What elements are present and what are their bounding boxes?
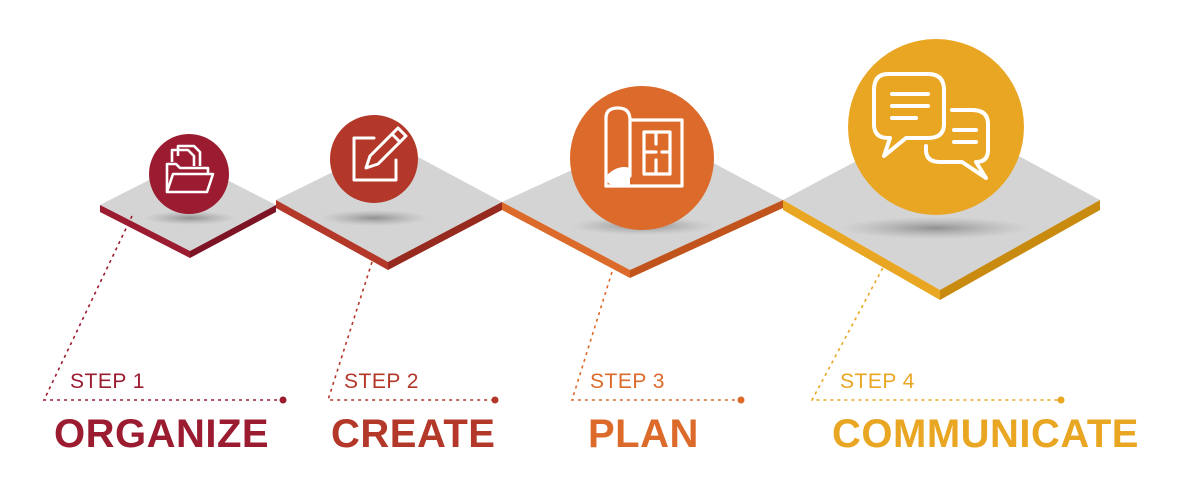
connector-dot-step-1 [279, 396, 287, 404]
connector-dot-step-3 [737, 396, 745, 404]
chat-bubbles-icon [848, 39, 1024, 215]
shadow-step-4 [840, 217, 1030, 239]
edit-pencil-icon [330, 115, 418, 203]
step-3-label: STEP 3 [590, 370, 665, 393]
connector-step-1 [42, 215, 282, 401]
step-3-title: PLAN [588, 412, 699, 456]
step-4-title: COMMUNICATE [832, 412, 1139, 456]
shadow-step-1 [144, 211, 236, 225]
step-4-label: STEP 4 [840, 370, 915, 393]
folder-documents-icon [149, 134, 229, 214]
connector-step-4 [810, 261, 1060, 401]
shadow-step-2 [320, 210, 428, 226]
step-2-label: STEP 2 [344, 370, 419, 393]
step-1-label: STEP 1 [70, 370, 145, 393]
blueprint-icon [570, 86, 714, 230]
step-2-title: CREATE [331, 412, 496, 456]
connector-step-3 [570, 271, 740, 401]
step-1-title: ORGANIZE [54, 412, 270, 456]
connector-dot-step-4 [1057, 396, 1065, 404]
connector-dot-step-2 [491, 396, 499, 404]
